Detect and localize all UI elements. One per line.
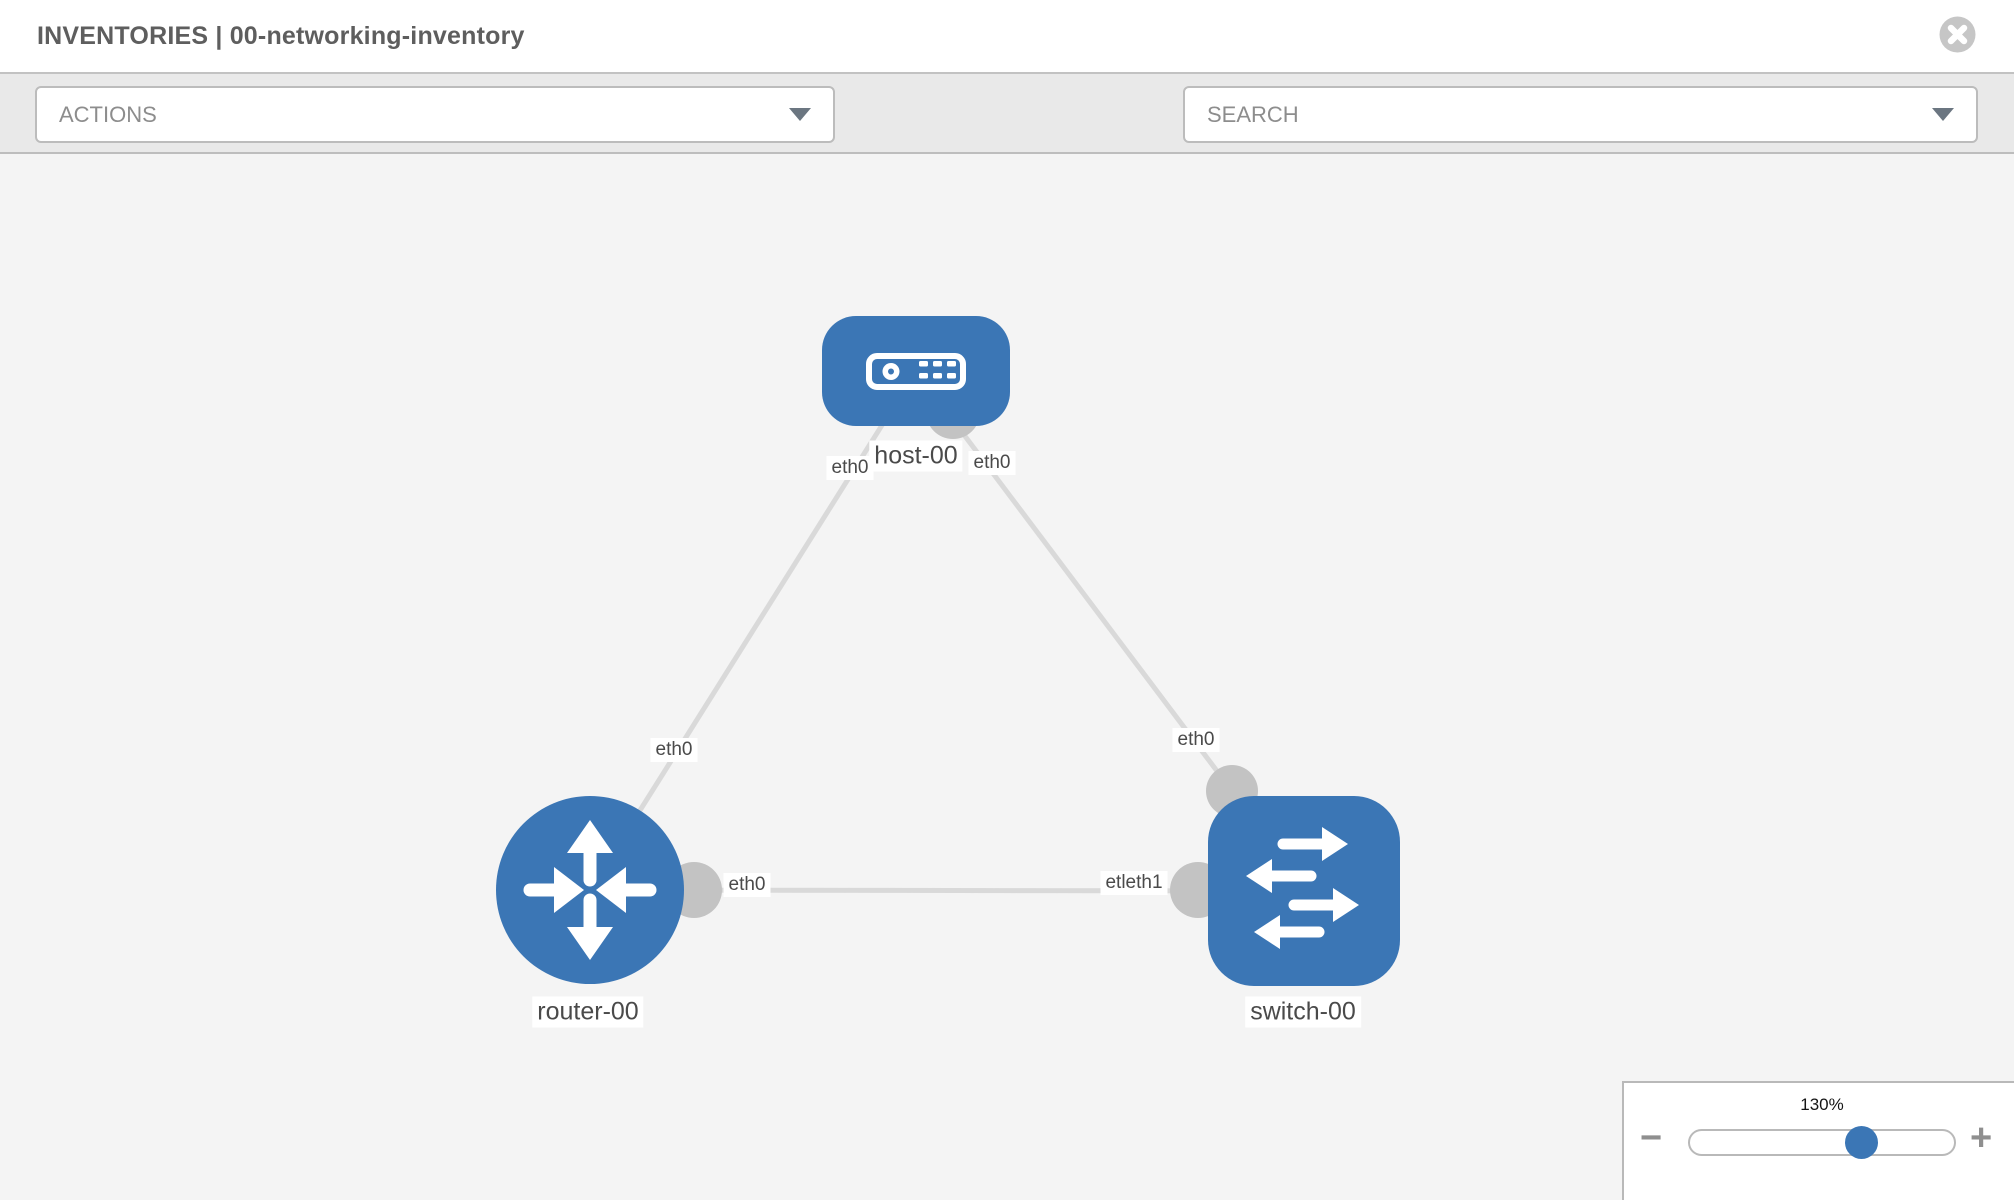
zoom-out-button[interactable]: − [1640,1117,1663,1159]
zoom-panel: 130% − + [1622,1081,2014,1200]
zoom-value: 130% [1800,1095,1844,1114]
chevron-down-icon [789,108,811,121]
router-icon [523,820,657,960]
link-host-switch[interactable] [914,369,1234,793]
node-router[interactable] [496,796,684,984]
close-button[interactable] [1939,16,1976,53]
page-title: INVENTORIES | 00-networking-inventory [37,22,525,50]
node-host[interactable] [822,316,1010,426]
search-dropdown[interactable]: SEARCH [1183,86,1978,143]
search-dropdown-label: SEARCH [1207,101,1299,127]
zoom-slider-thumb[interactable] [1845,1126,1878,1159]
node-label-host: host-00 [869,440,963,472]
switch-icon [1246,827,1359,949]
interface-label: eth0 [826,456,874,480]
host-icon [866,353,966,390]
zoom-in-button[interactable]: + [1970,1117,1993,1159]
chevron-down-icon [1932,108,1954,121]
header: INVENTORIES | 00-networking-inventory [0,0,2014,72]
zoom-slider[interactable] [1688,1126,1956,1159]
interface-label: eth0 [1172,728,1220,752]
interface-label: eth0 [650,738,698,762]
node-label-switch: switch-00 [1245,996,1361,1028]
node-switch[interactable] [1208,796,1400,986]
close-icon [1939,16,1976,53]
node-label-router: router-00 [532,996,644,1028]
interface-label: etleth1 [1100,871,1168,895]
interface-label: eth0 [968,451,1016,475]
actions-dropdown[interactable]: ACTIONS [35,86,835,143]
actions-dropdown-label: ACTIONS [59,101,157,127]
topology-canvas[interactable]: host-00 router-00 switch-00 eth0 eth0 et… [0,154,2014,1200]
toolbar: ACTIONS SEARCH [0,72,2014,209]
interface-label: eth0 [723,873,771,897]
